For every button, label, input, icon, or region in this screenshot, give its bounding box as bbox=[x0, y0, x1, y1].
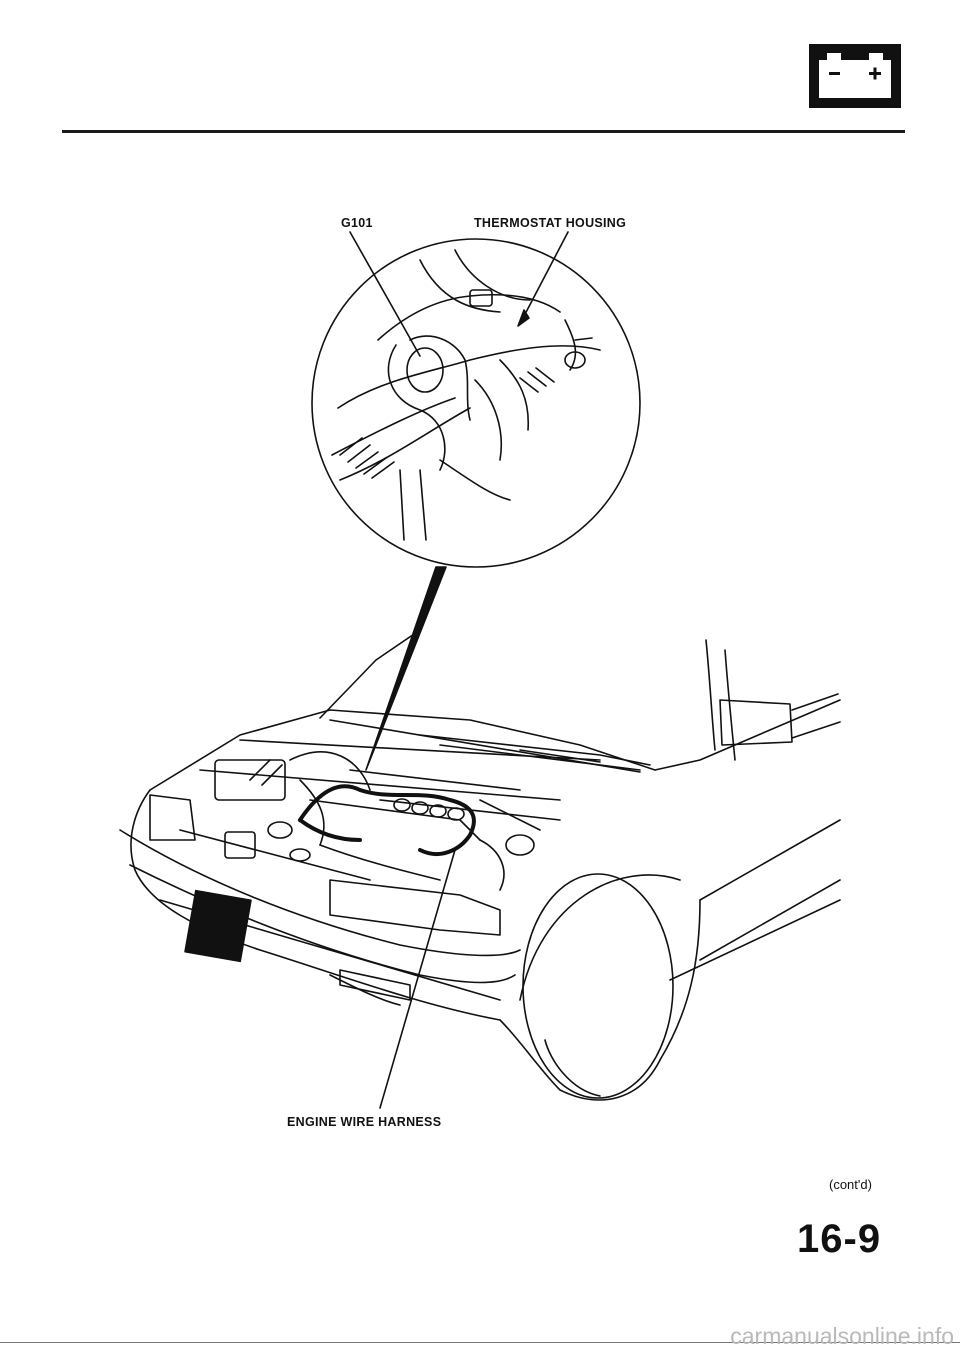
continued-note: (cont'd) bbox=[829, 1177, 872, 1192]
page-number: 16-9 bbox=[797, 1217, 882, 1261]
label-engine-wire-harness: ENGINE WIRE HARNESS bbox=[287, 1115, 442, 1129]
detail-circle bbox=[311, 238, 641, 568]
watermark: carmanualsonline.info bbox=[730, 1323, 954, 1349]
battery-icon bbox=[809, 44, 901, 108]
front-wheel bbox=[522, 873, 674, 1099]
label-thermostat-housing: THERMOSTAT HOUSING bbox=[474, 216, 627, 230]
license-plate bbox=[184, 889, 252, 963]
footer-bar bbox=[0, 1342, 960, 1359]
detail-pointer bbox=[365, 566, 447, 771]
header-rule bbox=[62, 130, 905, 133]
label-g101: G101 bbox=[341, 216, 373, 230]
